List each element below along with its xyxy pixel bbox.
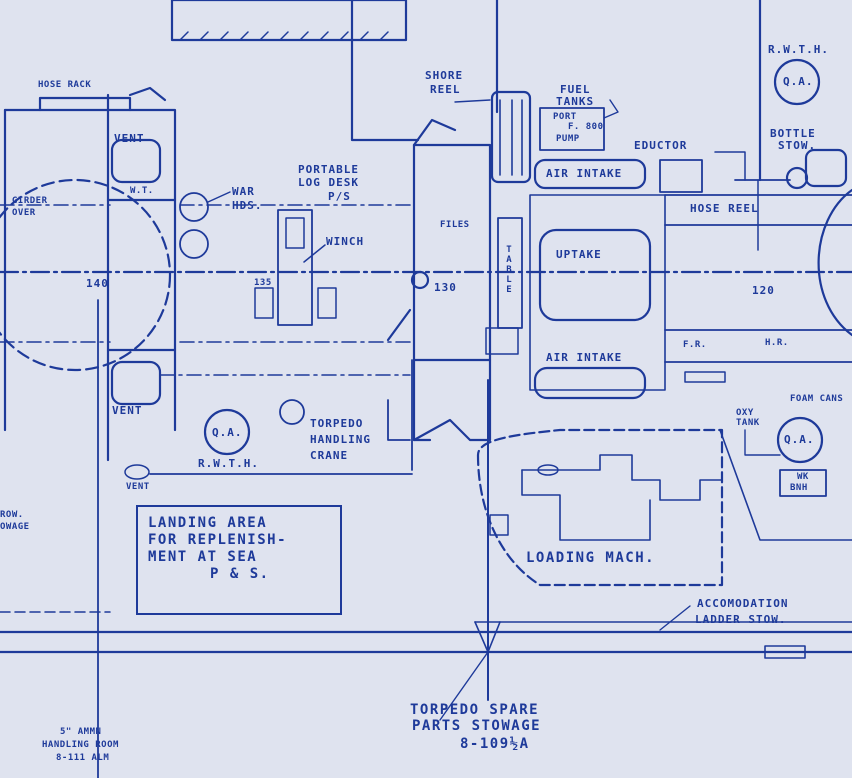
landing-area-line-3: MENT AT SEA [148, 549, 258, 565]
label-loading-mach: LOADING MACH. [526, 550, 656, 566]
label-frame-130: 130 [434, 281, 457, 294]
label-fuel-tanks-2: TANKS [556, 95, 595, 108]
label-files: FILES [440, 220, 470, 230]
label-torpedo-spare-2: PARTS STOWAGE [412, 718, 542, 734]
label-stow-left-2: OWAGE [0, 522, 30, 532]
label-hose-reel: HOSE REEL [690, 202, 759, 215]
label-frame-140: 140 [86, 277, 109, 290]
landing-area-line-1: LANDING AREA [148, 515, 268, 531]
label-port-fuel-pump-2: F. 800 [568, 122, 604, 132]
label-foam-cans: FOAM CANS [790, 394, 844, 404]
label-torpedo-crane-1: TORPEDO [310, 417, 364, 430]
label-shore-reel-2: REEL [430, 83, 461, 96]
label-oxy-tank-2: TANK [736, 418, 760, 428]
label-qa-top: Q.A. [783, 75, 814, 88]
label-bottle-stow-2: STOW. [778, 139, 817, 152]
label-vent-lower: VENT [112, 404, 143, 417]
label-uptake: UPTAKE [556, 248, 602, 261]
label-qa-left: Q.A. [212, 426, 243, 439]
label-wk-bnh-1: WK [797, 472, 809, 482]
label-accomodation-2: LADDER STOW. [695, 613, 787, 626]
label-war-hds-2: HDS. [232, 199, 263, 212]
label-fuel-tanks-1: FUEL [560, 83, 591, 96]
label-ammo-3: 8-111 ALM [56, 753, 110, 763]
label-ammo-2: HANDLING ROOM [42, 740, 119, 750]
label-air-intake-upper: AIR INTAKE [546, 167, 623, 180]
landing-area-line-4: P & S. [210, 566, 270, 582]
label-frame-135: 135 [254, 278, 272, 288]
label-wt-upper: W.T. [130, 186, 154, 196]
label-port-fuel-pump-1: PORT [553, 112, 577, 122]
label-port-fuel-pump-3: PUMP [556, 134, 580, 144]
landing-area-box: LANDING AREA FOR REPLENISH- MENT AT SEA … [136, 505, 342, 615]
label-stow-left-1: ROW. [0, 510, 24, 520]
label-frame-120: 120 [752, 284, 775, 297]
label-accomodation-1: ACCOMODATION [697, 597, 789, 610]
label-table: TABLE [504, 245, 514, 295]
top-hatched-box [170, 0, 408, 42]
label-air-intake-lower: AIR INTAKE [546, 351, 623, 364]
label-torpedo-spare-1: TORPEDO SPARE [410, 702, 540, 718]
label-wk-bnh-2: BNH [790, 483, 808, 493]
label-portable-log-desk-1: PORTABLE [298, 163, 359, 176]
label-fr: F.R. [683, 340, 707, 350]
label-rwth-top: R.W.T.H. [768, 43, 829, 56]
label-ammo-1: 5" AMMN [60, 727, 102, 737]
label-torpedo-crane-2: HANDLING [310, 433, 371, 446]
label-bottle-stow-1: BOTTLE [770, 127, 816, 140]
label-war-hds-1: WAR [232, 185, 255, 198]
label-qa-right: Q.A. [784, 433, 815, 446]
label-portable-log-desk-3: P/S [328, 190, 351, 203]
label-shore-reel-1: SHORE [425, 69, 464, 82]
landing-area-line-2: FOR REPLENISH- [148, 532, 288, 548]
label-oxy-tank-1: OXY [736, 408, 754, 418]
label-hr: H.R. [765, 338, 789, 348]
label-vent-bottom: VENT [126, 482, 150, 492]
label-girder-over-2: OVER [12, 208, 36, 218]
label-portable-log-desk-2: LOG DESK [298, 176, 359, 189]
label-girder-over-1: GIRDER [12, 196, 48, 206]
label-rwth-left: R.W.T.H. [198, 457, 259, 470]
label-torpedo-crane-3: CRANE [310, 449, 349, 462]
label-winch: WINCH [326, 235, 365, 248]
label-vent-upper: VENT [114, 132, 145, 145]
label-eductor: EDUCTOR [634, 139, 688, 152]
label-torpedo-spare-3: 8-109½A [460, 736, 530, 752]
label-hose-rack: HOSE RACK [38, 80, 92, 90]
